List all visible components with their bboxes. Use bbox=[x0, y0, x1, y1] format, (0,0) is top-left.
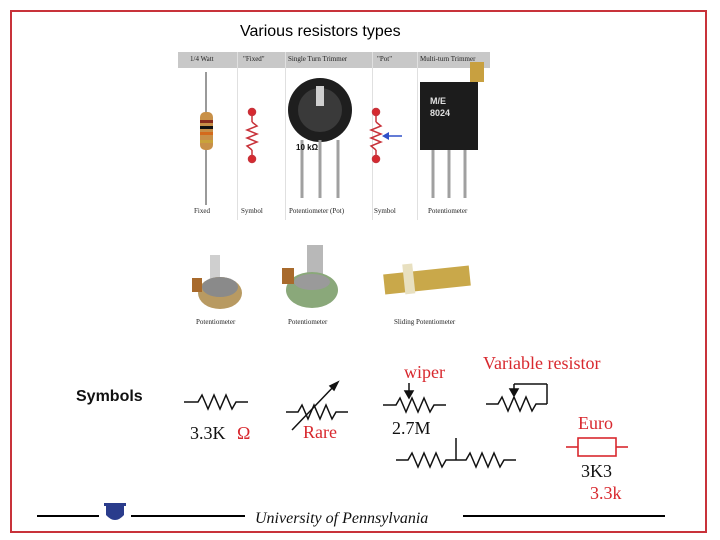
strip-header: Multi-turn Trimmer bbox=[420, 55, 476, 63]
single-turn-trimmer-photo bbox=[288, 78, 352, 198]
pot-symbol-photo bbox=[368, 107, 402, 164]
footer-rule-left bbox=[37, 515, 99, 517]
rare-label: Rare bbox=[303, 422, 337, 442]
strip-header: Single Turn Trimmer bbox=[288, 55, 348, 63]
photo-strip-header-bar bbox=[178, 52, 490, 68]
sliding-potentiometer-photo bbox=[383, 263, 471, 295]
symbols-heading: Symbols bbox=[76, 388, 143, 405]
strip-header: "Fixed" bbox=[243, 55, 265, 63]
strip-separator bbox=[285, 52, 286, 220]
slide-frame bbox=[10, 10, 707, 533]
fixed-value-label: 3.3K bbox=[190, 423, 226, 443]
pot-caption: Potentiometer bbox=[288, 318, 328, 326]
variable-resistor-label: Variable resistor bbox=[483, 353, 601, 373]
pot-value-label: 2.7M bbox=[392, 418, 431, 438]
fixed-symbol-photo bbox=[244, 107, 260, 164]
fixed-resistor-photo bbox=[200, 72, 213, 205]
ohm-symbol-label: Ω bbox=[237, 423, 251, 443]
potentiometer-photo-2 bbox=[282, 245, 338, 308]
chip-marking: 8024 bbox=[430, 108, 451, 118]
dial-marking: 10 kΩ bbox=[296, 143, 318, 152]
pot-caption: Potentiometer bbox=[196, 318, 236, 326]
rare-variable-resistor-symbol bbox=[286, 380, 348, 431]
strip-header: "Pot" bbox=[377, 55, 393, 63]
university-seal-icon bbox=[104, 503, 126, 520]
strip-separator bbox=[372, 52, 373, 220]
wiper-label: wiper bbox=[404, 362, 445, 382]
footer-rule-right bbox=[463, 515, 665, 517]
euro-value-label: 3K3 bbox=[581, 461, 612, 481]
footer-rule-mid bbox=[131, 515, 245, 517]
strip-caption: Potentiometer bbox=[428, 207, 468, 215]
euro-label: Euro bbox=[578, 413, 613, 433]
potentiometer-wiper-symbol bbox=[383, 383, 446, 414]
tapped-resistor-symbol bbox=[396, 438, 516, 469]
strip-caption: Fixed bbox=[194, 207, 210, 215]
multi-turn-trimmer-photo bbox=[420, 62, 484, 198]
euro-resistor-symbol bbox=[566, 437, 628, 457]
chip-marking: M/E bbox=[430, 96, 447, 106]
footer-university-name: University of Pennsylvania bbox=[255, 510, 429, 527]
euro-value-alt-label: 3.3k bbox=[590, 483, 622, 503]
slide-title: Various resistors types bbox=[240, 23, 401, 40]
strip-separator bbox=[237, 52, 238, 220]
fixed-resistor-symbol bbox=[184, 393, 248, 411]
strip-header: 1/4 Watt bbox=[190, 55, 214, 63]
variable-resistor-symbol bbox=[486, 383, 548, 413]
strip-separator bbox=[417, 52, 418, 220]
strip-caption: Symbol bbox=[374, 207, 396, 215]
potentiometer-photo-1 bbox=[192, 255, 242, 309]
strip-caption: Symbol bbox=[241, 207, 263, 215]
pot-caption: Sliding Potentiometer bbox=[394, 318, 456, 326]
strip-caption: Potentiometer (Pot) bbox=[289, 207, 345, 215]
